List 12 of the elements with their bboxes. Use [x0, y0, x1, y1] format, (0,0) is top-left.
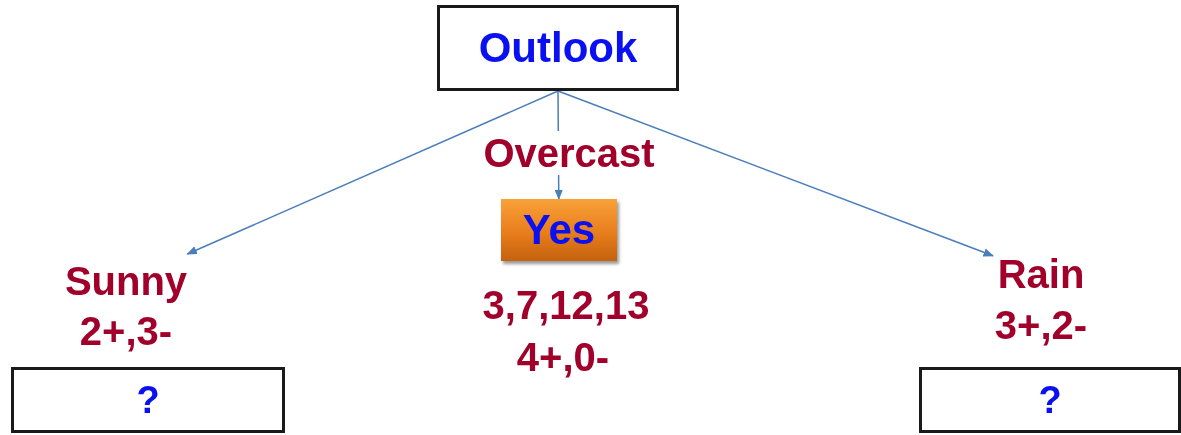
- example-count-label: 4+,0-: [516, 334, 610, 380]
- leaf-node-box: Yes: [501, 199, 617, 261]
- decision-node-box: Outlook: [437, 5, 679, 91]
- example-count-label: 3+,2-: [994, 302, 1088, 348]
- arrow: [186, 90, 559, 255]
- branch-label: Rain: [993, 248, 1089, 300]
- unknown-node-box: ?: [11, 367, 285, 433]
- unknown-node-box: ?: [919, 367, 1181, 433]
- example-count-label: 2+,3-: [79, 308, 173, 354]
- arrow: [557, 90, 994, 257]
- example-count-label: 3,7,12,13: [482, 282, 650, 328]
- branch-label: Sunny: [58, 254, 194, 308]
